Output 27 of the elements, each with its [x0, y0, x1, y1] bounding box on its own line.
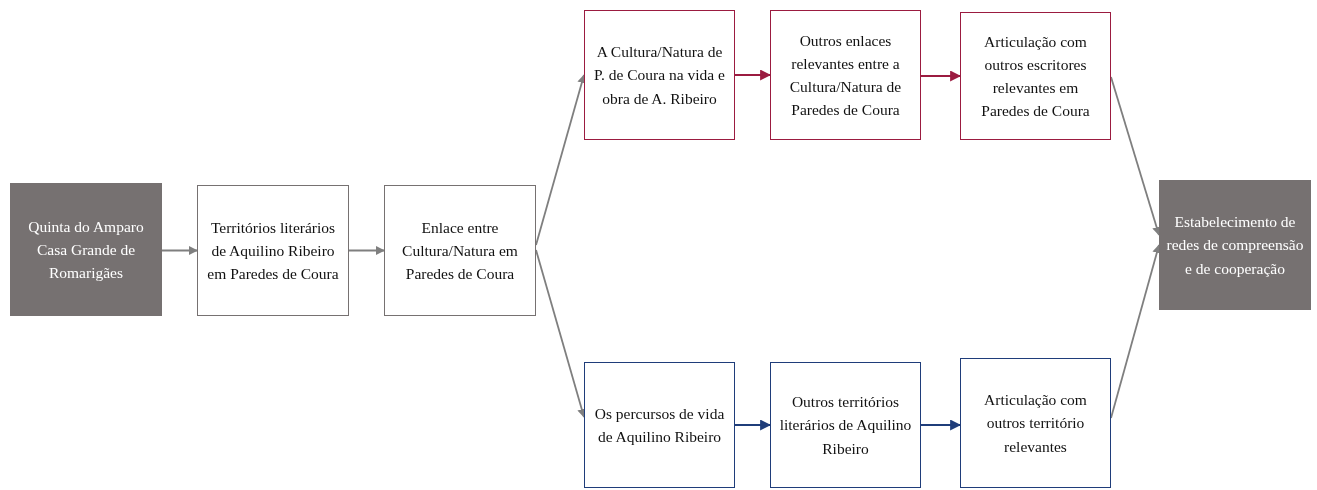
box-text: Outros enlaces relevantes entre a Cultura/Natura de Paredes de Coura — [788, 30, 903, 121]
process-box — [770, 362, 921, 488]
arrow — [1110, 76, 1161, 236]
arrow — [921, 70, 962, 82]
highlight-box — [1159, 180, 1311, 310]
box-text: Articulação com outros território relevantes — [983, 390, 1088, 457]
box-text: Estabelecimento de redes de compreensão e de cooperação — [1166, 212, 1304, 279]
box-text: Territórios literários de Aquilino Ribeiro em Paredes de Coura — [206, 217, 340, 285]
arrow — [735, 69, 772, 81]
box-text: Outros territórios literários de Aquilino Ribeiro — [778, 392, 913, 459]
box-text: A Cultura/Natura de P. de Coura na vida e obra de A. Ribeiro — [593, 42, 726, 109]
box-text: Enlace entre Cultura/Natura em Paredes de Coura — [401, 217, 519, 285]
process-box — [960, 12, 1111, 140]
process-box — [384, 185, 536, 316]
box-text: Quinta do Amparo Casa Grande de Romarigães — [27, 216, 145, 284]
process-box — [584, 10, 735, 140]
process-box — [197, 185, 349, 316]
arrow — [161, 246, 198, 255]
highlight-box — [10, 183, 162, 316]
box-text: Os percursos de vida de Aquilino Ribeiro — [593, 403, 726, 447]
arrow — [348, 246, 385, 255]
process-box — [770, 10, 921, 140]
process-box — [584, 362, 735, 488]
box-text: Articulação com outros escritores relevantes em Paredes de Coura — [980, 31, 1091, 122]
arrow — [921, 419, 962, 431]
arrow — [735, 419, 772, 431]
process-box — [960, 358, 1111, 488]
